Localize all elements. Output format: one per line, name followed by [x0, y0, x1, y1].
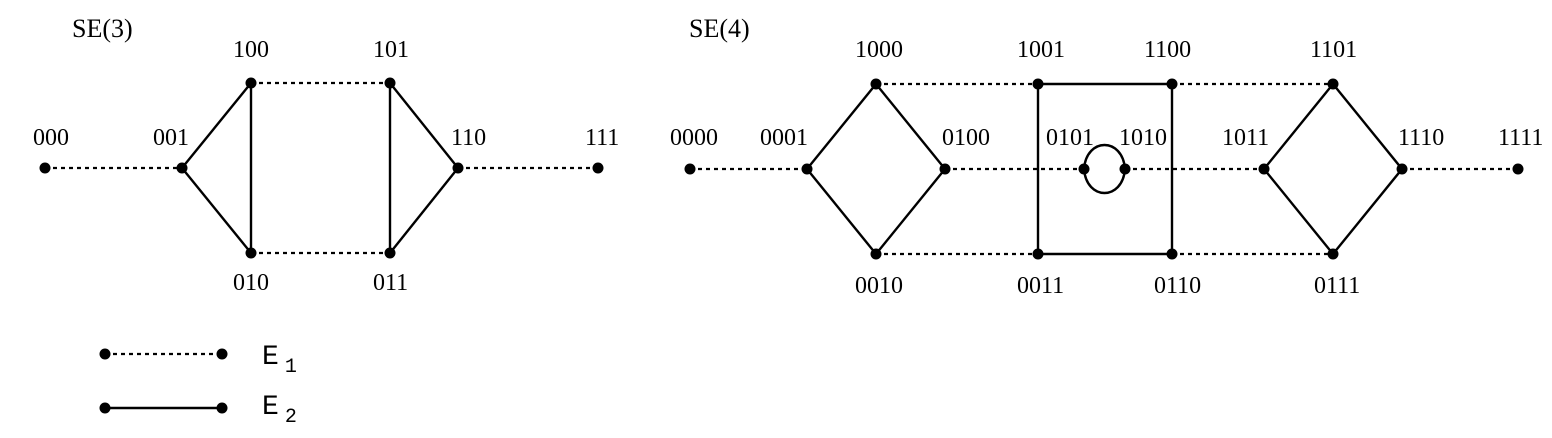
se4-node-label-0011: 0011: [1017, 273, 1064, 299]
se4-title: SE(4): [689, 14, 750, 43]
se3-node-111: [592, 162, 604, 174]
se3-node-110: [452, 162, 464, 174]
se4-e2-edge-0111-1110: [1332, 168, 1403, 255]
se3-node-101: [384, 77, 396, 89]
se4-node-0111: [1327, 248, 1339, 260]
se3-node-011: [384, 247, 396, 259]
se3-e2-edge-001-100: [181, 82, 252, 169]
se4-e2-edge-1011-1101: [1263, 83, 1334, 170]
se3-e2-edge-101-110: [389, 82, 459, 169]
se4-node-label-1000: 1000: [855, 37, 903, 63]
se4-node-label-1111: 1111: [1498, 125, 1543, 151]
se4-node-0010: [870, 248, 882, 260]
se3-node-000: [39, 162, 51, 174]
se3-node-label-110: 110: [451, 125, 486, 151]
se4-e2-edge-0001-0010: [806, 168, 877, 255]
legend-e2-dot-right: [216, 402, 228, 414]
se3-e2-edge-011-110: [389, 167, 459, 254]
se4-node-label-1101: 1101: [1310, 37, 1357, 63]
se4-e2-edge-0001-1000: [806, 83, 877, 170]
se4-e2-edge-0010-0100: [875, 168, 946, 255]
se4-node-label-1010: 1010: [1119, 125, 1167, 151]
se3-node-label-000: 000: [33, 125, 69, 151]
se4-node-label-1100: 1100: [1144, 37, 1191, 63]
se4-node-label-0010: 0010: [855, 273, 903, 299]
se4-node-label-0101: 0101: [1046, 125, 1094, 151]
se4-node-label-0110: 0110: [1154, 273, 1201, 299]
se3-node-label-111: 111: [585, 125, 619, 151]
se4-node-label-0001: 0001: [760, 125, 808, 151]
se4-node-1100: [1166, 78, 1178, 90]
se4-node-0101: [1078, 163, 1090, 175]
se3-node-label-100: 100: [233, 37, 269, 63]
se4-node-1011: [1258, 163, 1270, 175]
se4-node-1000: [870, 78, 882, 90]
se4-e2-edge-1011-0111: [1263, 168, 1334, 255]
se4-node-label-0100: 0100: [942, 125, 990, 151]
se3-e2-edge-001-010: [181, 167, 252, 254]
edges-layer: [45, 81, 1518, 256]
se4-node-label-1001: 1001: [1017, 37, 1065, 63]
se3-node-label-010: 010: [233, 270, 269, 296]
se3-node-010: [245, 247, 257, 259]
legend-e1-dot-right: [216, 348, 228, 360]
se3-node-label-011: 011: [373, 270, 408, 296]
se4-node-0110: [1166, 248, 1178, 260]
se4-node-0000: [684, 163, 696, 175]
se3-node-100: [245, 77, 257, 89]
legend-e1-dot-left: [99, 348, 111, 360]
se4-node-label-1011: 1011: [1222, 125, 1269, 151]
se4-node-1101: [1327, 78, 1339, 90]
se4-node-1110: [1396, 163, 1408, 175]
se4-node-label-1110: 1110: [1398, 125, 1444, 151]
se3-node-label-001: 001: [153, 125, 189, 151]
se4-node-0100: [939, 163, 951, 175]
se4-node-0001: [801, 163, 813, 175]
se3-title: SE(3): [72, 14, 133, 43]
se4-node-label-0111: 0111: [1314, 273, 1360, 299]
se4-node-1001: [1032, 78, 1044, 90]
se3-node-label-101: 101: [373, 37, 409, 63]
se4-e2-edge-1101-1110: [1332, 83, 1403, 170]
nodes-layer: [39, 77, 1524, 260]
se4-node-1111: [1512, 163, 1524, 175]
legend-e2-dot-left: [99, 402, 111, 414]
se4-node-1010: [1119, 163, 1131, 175]
se4-e2-loop-0101-1010: [1082, 143, 1127, 195]
se4-node-label-0000: 0000: [670, 125, 718, 151]
se3-node-001: [176, 162, 188, 174]
se4-e2-edge-1000-0100: [875, 83, 946, 170]
se4-node-0011: [1032, 248, 1044, 260]
